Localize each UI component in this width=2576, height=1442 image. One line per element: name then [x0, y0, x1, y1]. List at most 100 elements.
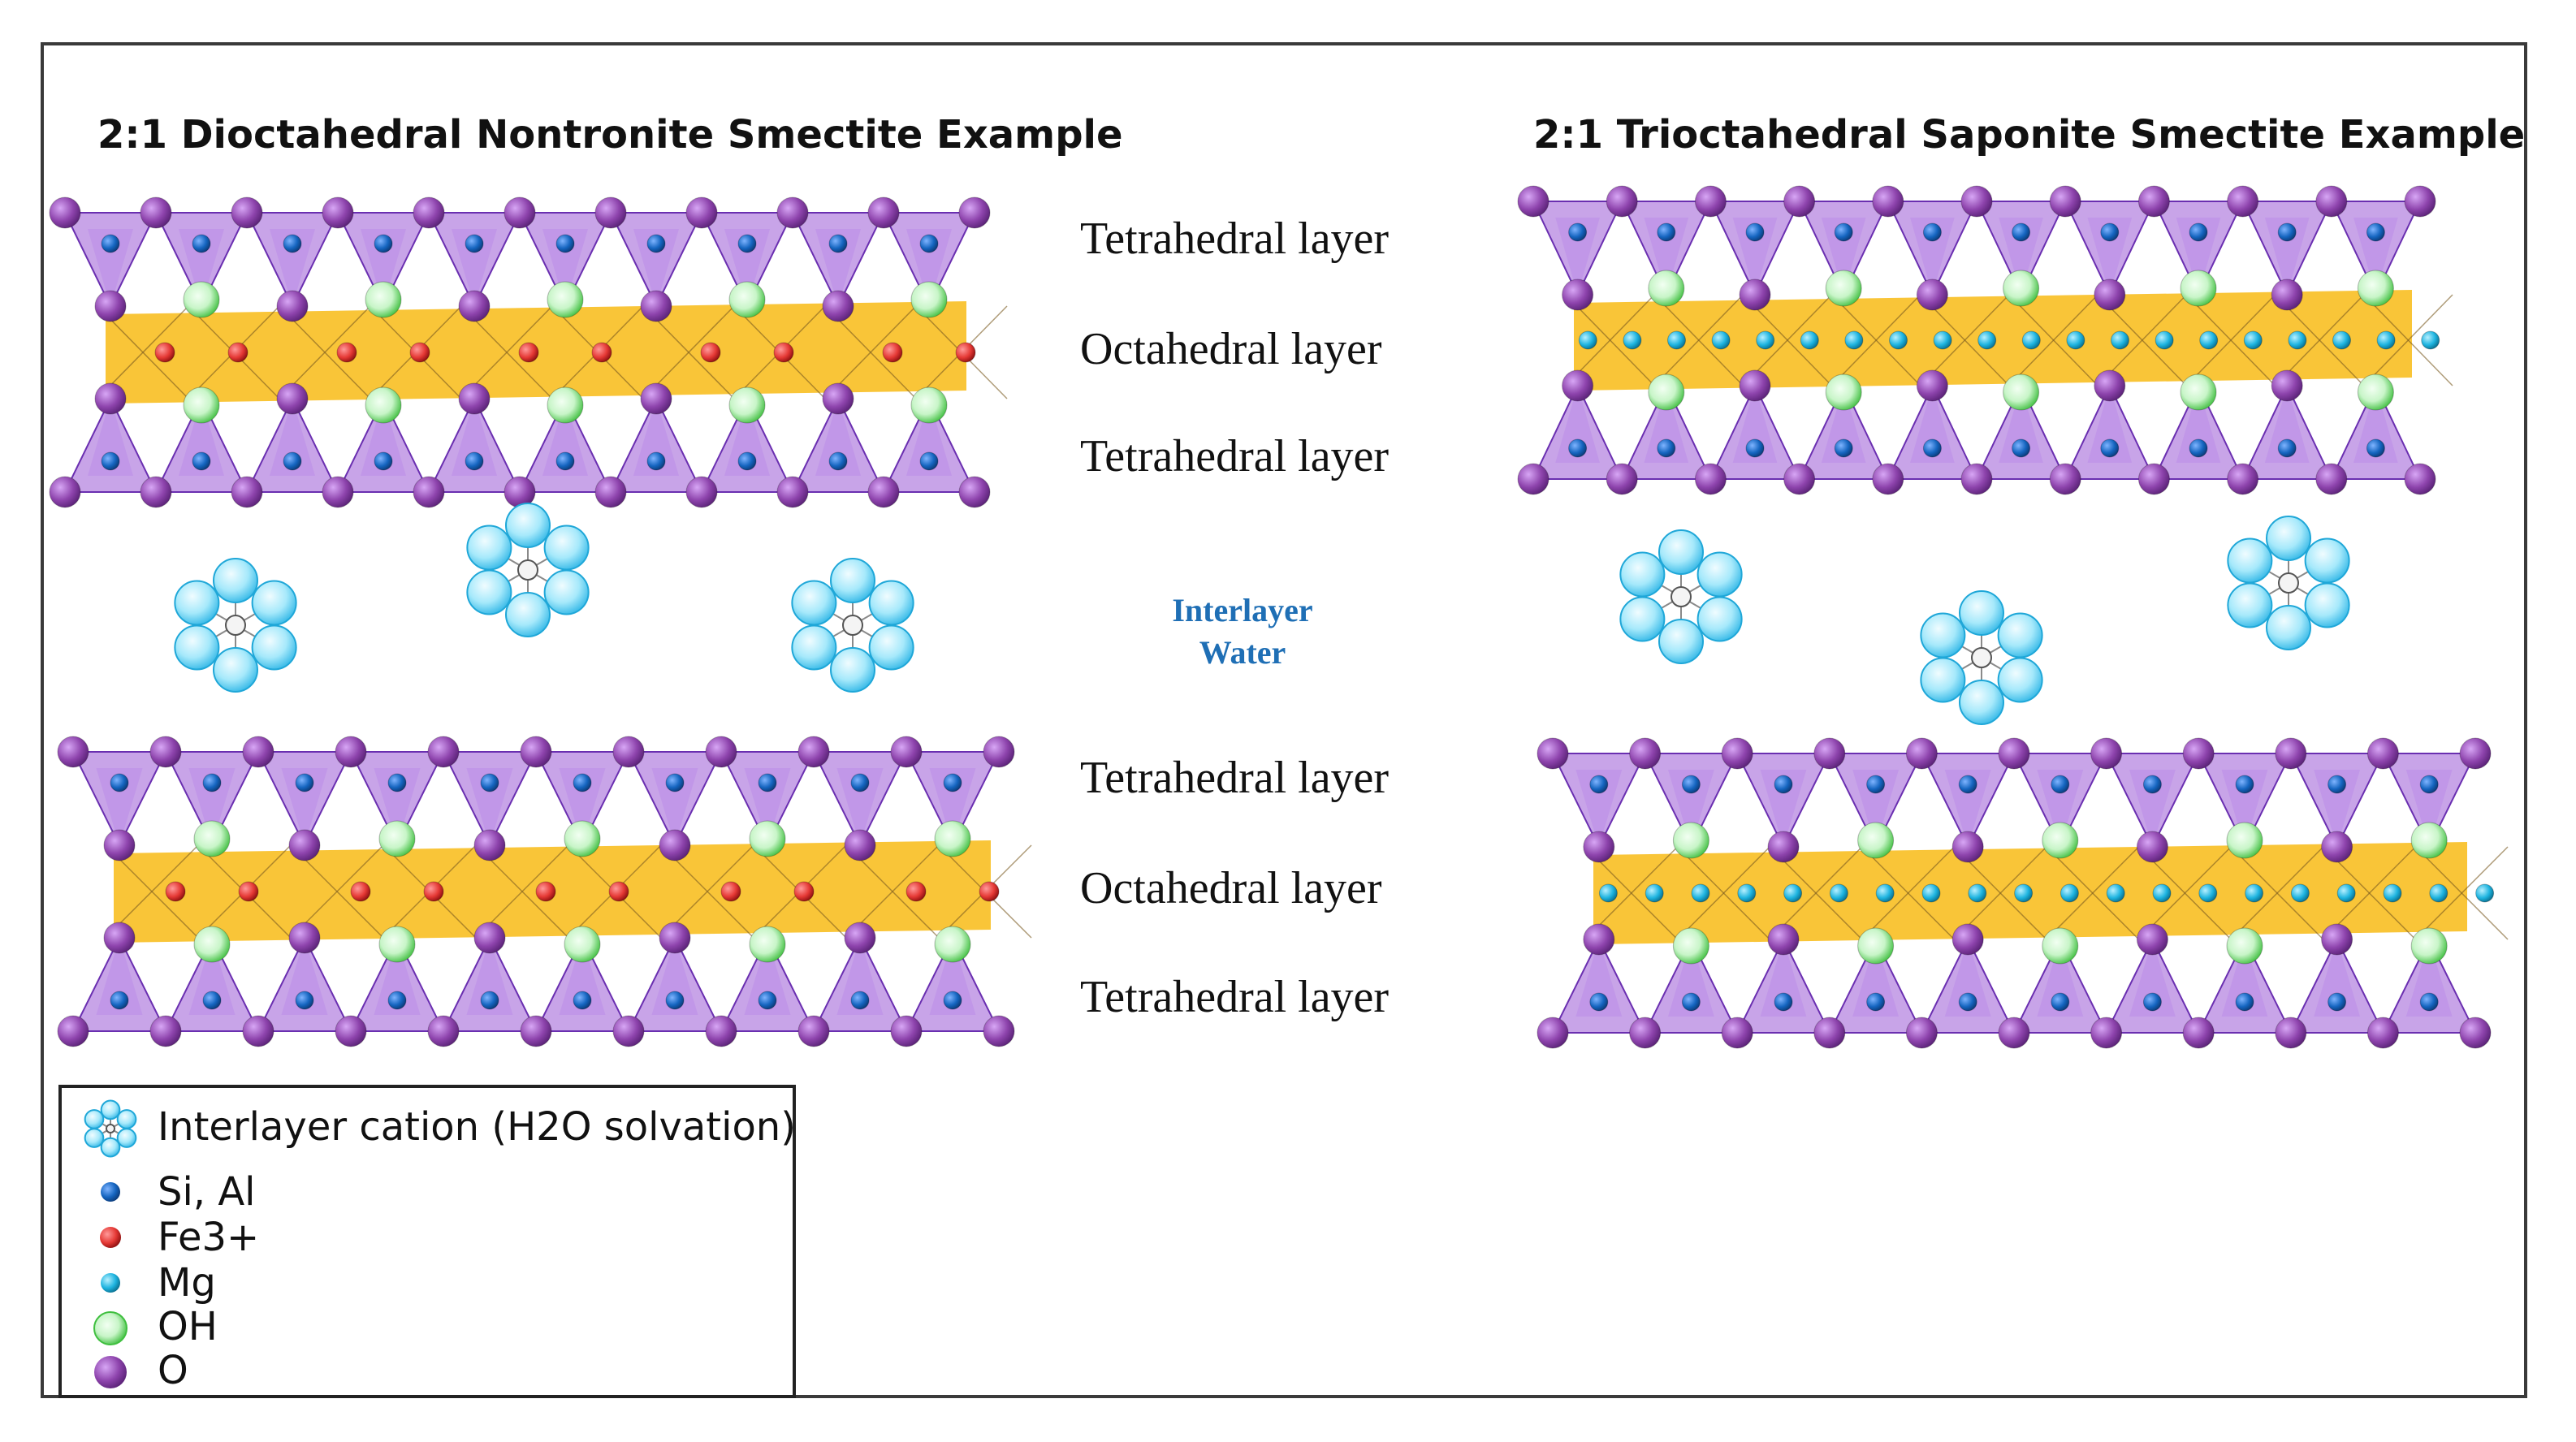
mg-atom	[2288, 330, 2307, 350]
si-al-atom	[1774, 775, 1793, 794]
water-molecule	[1696, 596, 1743, 642]
oh-group	[2042, 927, 2079, 965]
si-al-atom	[1922, 222, 1942, 242]
o-atom	[427, 736, 460, 768]
o-atom	[640, 382, 672, 415]
right-title: 2:1 Trioctahedral Saponite Smectite Exam…	[1533, 112, 2526, 158]
legend-item-mg: Mg	[62, 1260, 793, 1306]
oh-group	[2003, 373, 2040, 411]
mg-atom	[2152, 883, 2172, 903]
si-al-atom	[1681, 775, 1701, 794]
si-al-atom	[665, 991, 685, 1010]
mg-atom	[2060, 883, 2079, 903]
tetrahedron-face	[2129, 939, 2176, 1017]
o-atom	[322, 196, 354, 229]
tetrahedron-face	[188, 768, 236, 845]
octahedral-bond	[2008, 294, 2098, 386]
si-al-atom	[2277, 222, 2297, 242]
legend-label-o: O	[158, 1348, 188, 1393]
si-al-atom	[943, 773, 962, 792]
o-atom	[2090, 1017, 2123, 1049]
mg-atom	[1829, 883, 1848, 903]
o-atom	[2404, 185, 2436, 218]
o-atom	[705, 736, 737, 768]
o-atom	[776, 196, 809, 229]
o-atom	[1629, 1017, 1662, 1049]
legend-item-oh: OH	[62, 1304, 793, 1349]
tetrahedron-face	[542, 399, 588, 476]
si-al-atom	[2012, 222, 2031, 242]
tetrahedron-face	[88, 229, 133, 306]
tetrahedron-face	[836, 938, 884, 1015]
fe3-atom	[608, 881, 629, 902]
o-atom	[705, 1015, 737, 1047]
tetrahedron-face	[1668, 770, 1714, 847]
o-atom	[2094, 278, 2126, 311]
si-al-atom	[295, 991, 314, 1010]
tot-layer-right-top	[1517, 185, 2453, 495]
mg-atom	[1800, 330, 1819, 350]
o-atom	[594, 196, 627, 229]
label-tetrahedral-top-1: Tetrahedral layer	[1080, 214, 1390, 264]
o-atom	[2275, 737, 2307, 770]
o-atom	[612, 1015, 645, 1047]
o-atom	[1767, 923, 1800, 956]
tetrahedron-face	[651, 768, 698, 845]
tetrahedron-face	[96, 938, 143, 1015]
o-atom	[103, 922, 136, 954]
mg-atom	[2290, 883, 2310, 903]
oh-group	[2226, 927, 2263, 965]
si-al-atom	[758, 773, 777, 792]
oh-group	[183, 281, 220, 318]
si-al-atom	[1568, 438, 1588, 458]
water-cluster-5	[1920, 590, 2043, 725]
oh-group	[2410, 927, 2448, 965]
o-atom	[1905, 1017, 1938, 1049]
o-atom	[2459, 1017, 2492, 1049]
o-atom	[958, 196, 991, 229]
tetrahedron-face	[188, 938, 236, 1015]
si-al-atom	[1774, 992, 1793, 1012]
si-al-atom	[465, 234, 484, 253]
o-atom	[1813, 737, 1846, 770]
o-atom	[1694, 185, 1727, 218]
label-octahedral-2: Octahedral layer	[1080, 863, 1382, 913]
oh-group	[1857, 822, 1895, 859]
si-al-atom	[1958, 992, 1977, 1012]
si-al-atom	[1681, 992, 1701, 1012]
label-tetrahedral-bottom-1: Tetrahedral layer	[1080, 431, 1390, 481]
mg-atom	[2332, 330, 2351, 350]
si-al-atom	[2235, 775, 2254, 794]
water-molecule	[868, 580, 914, 626]
si-al-atom	[573, 991, 592, 1010]
si-al-atom	[2366, 222, 2385, 242]
si-al-atom	[1589, 992, 1609, 1012]
o-atom	[844, 829, 876, 861]
o-atom	[2227, 185, 2259, 218]
fe3-atom	[336, 342, 357, 363]
o-atom	[612, 736, 645, 768]
o-atom	[1783, 463, 1816, 495]
tetrahedron-face	[1555, 218, 1600, 295]
oh-group	[910, 281, 948, 318]
tetrahedron-face	[744, 768, 791, 845]
o-atom	[1767, 831, 1800, 863]
interlayer-water-label: Interlayer Water	[1137, 589, 1348, 674]
water-molecule	[791, 580, 837, 626]
si-al-atom	[573, 773, 592, 792]
tot-layer-left-bottom	[57, 736, 1032, 1047]
fe3-atom	[773, 342, 794, 363]
tetrahedron-face	[2087, 218, 2133, 295]
water-molecule	[543, 569, 590, 615]
tetrahedron-face	[281, 938, 328, 1015]
si-al-atom	[202, 991, 222, 1010]
water-molecule	[251, 580, 297, 626]
tetrahedron-face	[96, 768, 143, 845]
o-atom	[983, 736, 1015, 768]
o-atom	[1739, 369, 1771, 402]
water-molecule	[543, 525, 590, 571]
mg-atom	[2106, 883, 2125, 903]
o-atom	[2366, 737, 2399, 770]
mg-atom	[2199, 330, 2219, 350]
si-al-atom	[110, 773, 129, 792]
